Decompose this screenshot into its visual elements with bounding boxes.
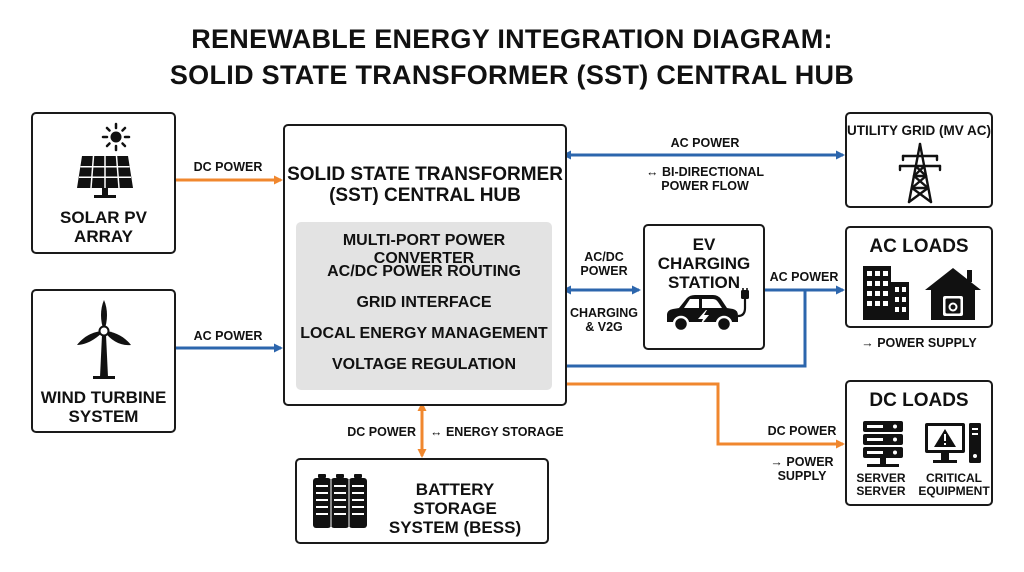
solar-pv-label-line1: SOLAR PV <box>60 208 147 227</box>
utility-grid-node: UTILITY GRID (MV AC) <box>845 112 993 208</box>
grid-bidirectional-line2: POWER FLOW <box>661 179 749 193</box>
sst-functions-panel: MULTI-PORT POWER CONVERTER AC/DC POWER R… <box>296 222 552 390</box>
sst-function-item: MULTI-PORT POWER CONVERTER <box>342 232 506 267</box>
wind-turbine-label-line1: WIND TURBINE <box>40 388 167 407</box>
solar-pv-label-line2: ARRAY <box>74 227 133 247</box>
server-label-line2: SERVER <box>856 484 906 499</box>
battery-storage-label-text: BATTERY STORAGE SYSTEM (BESS) <box>375 480 535 537</box>
solar-edge-label: DC POWER <box>193 160 263 174</box>
battery-dc-label: DC POWER <box>347 425 416 439</box>
server-label-line1: SERVER <box>856 471 906 485</box>
sst-ac-loads-connector <box>567 290 807 368</box>
battery-icon <box>313 474 367 528</box>
wind-turbine-node: WIND TURBINE SYSTEM <box>31 289 176 433</box>
battery-storage-label-line2: SYSTEM (BESS) <box>388 518 522 538</box>
dc-loads-label: DC LOADS <box>869 390 969 411</box>
critical-equipment-icon <box>925 423 981 463</box>
ev-charging-label: EV CHARGING STATION <box>645 235 763 292</box>
sst-function-item: VOLTAGE REGULATION <box>332 356 516 373</box>
grid-edge-label: AC POWER <box>670 136 740 150</box>
wind-turbine-label: WIND TURBINE SYSTEM <box>33 388 174 426</box>
ac-loads-supply-note: → POWER SUPPLY <box>861 336 977 350</box>
ac-loads-node: AC LOADS <box>845 226 993 328</box>
diagram-title-line1: RENEWABLE ENERGY INTEGRATION DIAGRAM: <box>191 24 833 54</box>
sst-hub-title: SOLID STATE TRANSFORMER (SST) CENTRAL HU… <box>285 164 565 207</box>
utility-grid-label: UTILITY GRID (MV AC) <box>847 123 991 138</box>
electric-car-icon <box>667 288 749 333</box>
sst-hub-title-line2: (SST) CENTRAL HUB <box>329 185 521 207</box>
battery-storage-label: ↔ ENERGY STORAGE <box>430 425 564 439</box>
diagram-title-line2: SOLID STATE TRANSFORMER (SST) CENTRAL HU… <box>169 60 855 90</box>
ev-charging-label-line2: STATION <box>667 273 741 293</box>
solar-pv-node: SOLAR PV ARRAY <box>31 112 176 254</box>
wind-turbine-icon <box>77 300 131 379</box>
ev-acdc-label: AC/DC POWER <box>566 250 642 278</box>
ev-acdc-line1: AC/DC <box>584 250 624 264</box>
sst-function-item: LOCAL ENERGY MANAGEMENT <box>300 325 548 342</box>
ev-charging-node: EV CHARGING STATION <box>643 224 765 350</box>
critical-equipment-label-line2: EQUIPMENT <box>918 484 990 499</box>
ev-v2g-label: CHARGING & V2G <box>566 306 642 334</box>
sst-to-dc-loads-connector <box>567 382 845 449</box>
ac-loads-label: AC LOADS <box>869 236 969 257</box>
dc-loads-supply-line1: → POWER <box>770 455 834 469</box>
solar-pv-label: SOLAR PV ARRAY <box>33 208 174 246</box>
solar-panel-icon <box>77 122 133 198</box>
ev-charging-label-line1: EV CHARGING <box>657 235 751 274</box>
wind-edge-label: AC POWER <box>193 329 263 343</box>
server-rack-icon <box>863 421 903 467</box>
wind-turbine-label-line2: SYSTEM <box>68 407 139 427</box>
sst-hub-title-line1: SOLID STATE TRANSFORMER <box>287 164 563 185</box>
ac-loads-edge-label: AC POWER <box>769 270 839 284</box>
sst-function-item: GRID INTERFACE <box>356 294 492 311</box>
ev-acdc-line2: POWER <box>580 264 628 278</box>
sst-hub-node: SOLID STATE TRANSFORMER (SST) CENTRAL HU… <box>283 124 567 406</box>
critical-equipment-label-line1: CRITICAL <box>926 471 982 485</box>
server-label: SERVER SERVER <box>851 471 911 499</box>
dc-loads-node: DC LOADS SERVER SERVER CRITICAL EQUIPMEN… <box>845 380 993 506</box>
battery-storage-node: BATTERY STORAGE SYSTEM (BESS) <box>295 458 549 544</box>
dc-loads-supply-label: → POWER SUPPLY <box>760 455 844 483</box>
ev-v2g-line2: & V2G <box>585 320 623 334</box>
transmission-tower-icon <box>898 142 942 204</box>
dc-loads-supply-line2: SUPPLY <box>777 469 827 483</box>
grid-bidirectional-line1: ↔ BI-DIRECTIONAL <box>645 165 765 179</box>
sst-function-item: AC/DC POWER ROUTING <box>327 263 521 280</box>
ev-v2g-line1: CHARGING <box>569 306 639 320</box>
battery-storage-label-line1: BATTERY STORAGE <box>413 480 497 519</box>
dc-loads-edge-label: DC POWER <box>767 424 837 438</box>
buildings-house-icon <box>863 266 981 320</box>
grid-bidirectional-label: ↔ BI-DIRECTIONAL POWER FLOW <box>630 165 780 193</box>
critical-equipment-label: CRITICAL EQUIPMENT <box>917 471 991 499</box>
